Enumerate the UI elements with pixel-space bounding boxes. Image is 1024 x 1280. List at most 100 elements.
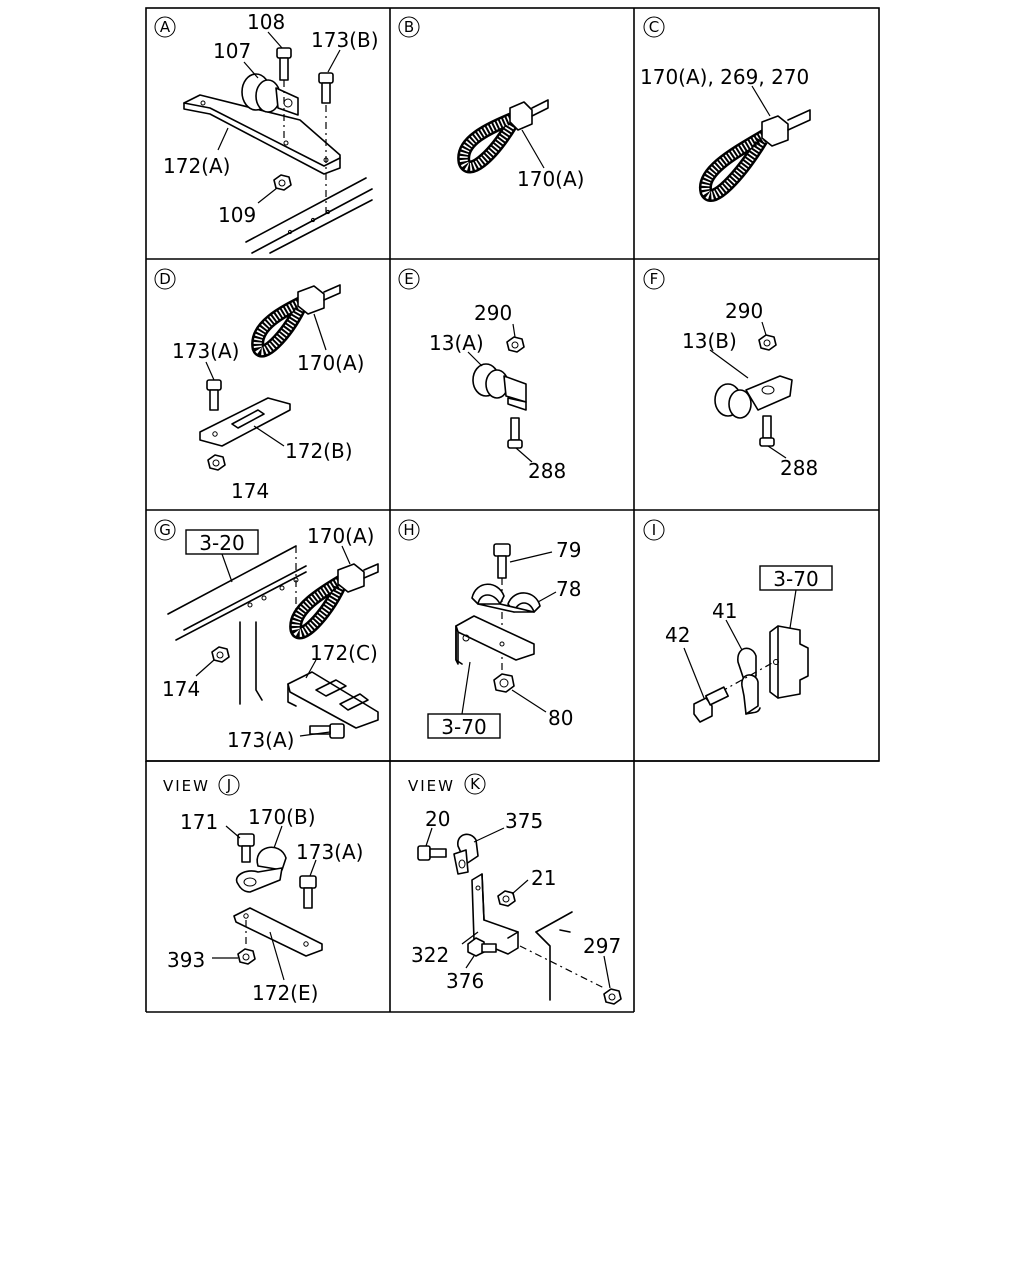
svg-text:A: A [160,18,171,36]
label-172c: 172(C) [310,641,378,665]
panel-f: F 290 13(B) 288 [643,268,818,480]
svg-text:E: E [404,270,413,288]
svg-text:K: K [470,775,481,793]
panel-d-callout: D [154,268,176,290]
nut-174-g-drawing [195,646,230,677]
label-288-e: 288 [528,459,566,483]
panel-h: H 3-70 79 [398,519,581,739]
bolt-288-e-drawing [507,417,533,463]
panel-a: A [154,10,379,254]
svg-text:D: D [159,270,171,288]
bolt-173b-drawing [318,72,334,215]
bracket-172c-drawing [287,659,379,729]
bolt-20-drawing [417,827,447,861]
panel-k-callout: K [464,773,486,795]
panel-e-callout: E [398,268,420,290]
svg-text:F: F [650,270,659,288]
bolt-42-drawing [683,647,729,723]
cable-tie-170a-c-drawing [698,85,811,202]
bracket-h-drawing [455,615,535,665]
label-173a-j: 173(A) [296,840,363,864]
frame-k-drawing [519,911,605,1001]
label-173b: 173(B) [311,28,379,52]
bolt-288-f-drawing [759,415,787,459]
label-78: 78 [556,577,581,601]
label-172e: 172(E) [252,981,318,1005]
clamp-107-drawing [241,73,299,116]
label-13a: 13(A) [429,331,484,355]
panel-k: VIEW K [408,773,622,1005]
cable-tie-170a-d-drawing [251,284,341,358]
label-375: 375 [505,809,543,833]
nut-290-e-drawing [506,323,525,353]
label-107: 107 [213,39,251,63]
bolt-171-drawing [225,825,255,863]
svg-text:3-70: 3-70 [441,715,486,739]
panel-grid [145,7,880,1013]
label-174-d: 174 [231,479,269,503]
ref-box-3-70-i: 3-70 [759,565,833,629]
label-170b: 170(B) [248,805,316,829]
channel-block-drawing [769,625,809,699]
panel-e: E 290 13(A) 288 [398,268,566,483]
panel-j-callout: J [218,774,240,796]
bolt-173a-g-drawing [299,723,345,739]
cable-tie-170a-drawing [457,99,549,174]
clamp-13a-drawing [467,351,527,411]
svg-text:3-70: 3-70 [773,567,818,591]
nut-393-drawing [212,920,256,965]
clamp-375-drawing [453,827,505,875]
panel-g: G 3-20 [154,519,379,752]
panel-j: VIEW J [163,774,363,1005]
label-109: 109 [218,203,256,227]
label-170a-g: 170(A) [307,524,374,548]
frame-rail-drawing [245,177,373,254]
view-label-j: VIEW [163,777,210,795]
nut-290-f-drawing [758,321,777,351]
label-80: 80 [548,706,573,730]
clamp-78-drawing [471,583,557,613]
label-290-f: 290 [725,299,763,323]
panel-a-leaders [217,31,341,204]
panel-c: C 170(A), 269, 270 [640,16,811,202]
frame-g-drawing [167,545,307,705]
nut-174-d-drawing [207,454,226,471]
label-297: 297 [583,934,621,958]
panel-d: D 173(A) 170(A) 172(B) 174 [154,268,364,503]
view-label-k: VIEW [408,777,455,795]
panel-h-callout: H [398,519,420,541]
bolt-108-drawing [276,47,292,140]
label-170a-269-270: 170(A), 269, 270 [640,65,809,89]
label-173a-g: 173(A) [227,728,294,752]
label-20: 20 [425,807,450,831]
label-288-f: 288 [780,456,818,480]
label-173a-d: 173(A) [172,339,239,363]
label-41: 41 [712,599,737,623]
label-171: 171 [180,810,218,834]
panel-b: B 170(A) [398,16,584,191]
label-322: 322 [411,943,449,967]
label-13b: 13(B) [682,329,737,353]
bolt-173a-d-drawing [205,361,222,411]
label-393: 393 [167,948,205,972]
svg-text:3-20: 3-20 [199,531,244,555]
ref-box-3-20: 3-20 [185,529,259,583]
nut-109-drawing [273,174,292,191]
svg-text:H: H [403,521,414,539]
label-170a-d: 170(A) [297,351,364,375]
label-42: 42 [665,623,690,647]
plate-172e-drawing [233,907,323,981]
bracket-172a-drawing [183,94,341,175]
panel-b-callout: B [398,16,420,38]
nut-21-drawing [497,879,529,907]
label-108: 108 [247,10,285,34]
svg-text:B: B [404,18,414,36]
bolt-173a-j-drawing [299,859,317,909]
label-21: 21 [531,866,556,890]
panel-c-callout: C [643,16,665,38]
clamp-170b-drawing [235,825,287,893]
nut-297-drawing [603,955,622,1005]
plate-172b-drawing [199,397,291,447]
label-172a: 172(A) [163,154,230,178]
